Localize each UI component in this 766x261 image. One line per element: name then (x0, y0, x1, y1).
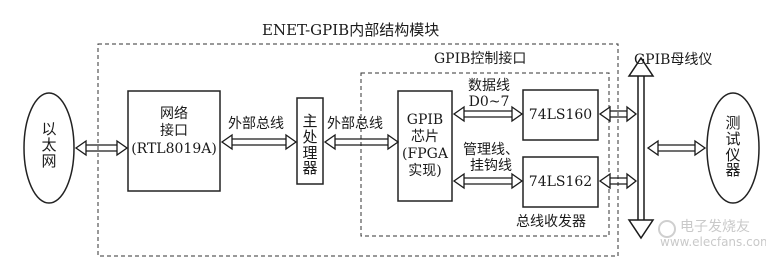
gpib-chip-line2: 芯片 (411, 129, 439, 145)
external-bus-label-1: 外部总线 (228, 116, 284, 132)
gpib-chip-line1: GPIB (406, 112, 444, 128)
ethernet-ellipse (23, 92, 75, 204)
chip-74ls162-box (522, 156, 599, 208)
network-interface-line3: (RTL8019A) (131, 141, 217, 157)
gpib-interface-boundary (360, 72, 610, 237)
test-instrument-ellipse (706, 92, 760, 204)
watermark-logo-icon (658, 220, 676, 238)
arrow-162-bus (598, 172, 638, 190)
gpib-interface-label: GPIB控制接口 (434, 51, 527, 67)
control-line-line2: 挂钩线 (470, 158, 512, 175)
gpib-chip-box (397, 90, 453, 202)
gpib-bus-label: GPIB母线仪 (634, 52, 713, 68)
watermark-text: 电子发烧友 (680, 219, 750, 235)
main-processor-label: 主处理器 (302, 112, 318, 178)
chip-74ls160-label: 74LS160 (528, 107, 593, 123)
module-boundary (97, 43, 619, 257)
data-line-line1: 数据线 (468, 78, 510, 94)
arrow-processor-gpib (323, 133, 400, 151)
gpib-chip-line3: (FPGA (402, 146, 448, 162)
module-title: ENET-GPIB内部结构模块 (262, 21, 440, 39)
gpib-chip-label: GPIB 芯片 (FPGA 实现) (398, 112, 452, 180)
arrow-160-bus (598, 105, 638, 123)
main-processor-box (296, 97, 324, 185)
gpib-bus-arrow (627, 56, 655, 240)
ethernet-label: 以太网 (41, 120, 57, 170)
arrow-gpib-162 (452, 172, 524, 190)
test-instrument-label: 测试仪器 (725, 114, 741, 180)
chip-74ls162-label: 74LS162 (528, 174, 593, 190)
control-line-line1: 管理线、 (463, 142, 519, 158)
data-line-label: 数据线 D0~7 (457, 78, 521, 110)
data-line-line2: D0~7 (468, 94, 510, 111)
external-bus-label-2: 外部总线 (327, 116, 383, 132)
network-interface-line2: 接口 (160, 123, 188, 139)
network-interface-line1: 网络 (160, 106, 188, 122)
control-line-label: 管理线、 挂钩线 (457, 142, 525, 174)
watermark-url: www.elecfans.com (660, 235, 766, 249)
network-interface-box (127, 90, 221, 192)
network-interface-label: 网络 接口 (RTL8019A) (128, 106, 220, 159)
arrow-network-processor (220, 133, 298, 151)
arrow-ethernet-network (74, 139, 129, 157)
chip-74ls160-box (522, 89, 599, 141)
bus-transceiver-label: 总线收发器 (516, 214, 586, 230)
arrow-bus-instrument (646, 139, 707, 157)
gpib-chip-line4: 实现) (408, 163, 442, 179)
arrow-gpib-160 (452, 105, 524, 123)
